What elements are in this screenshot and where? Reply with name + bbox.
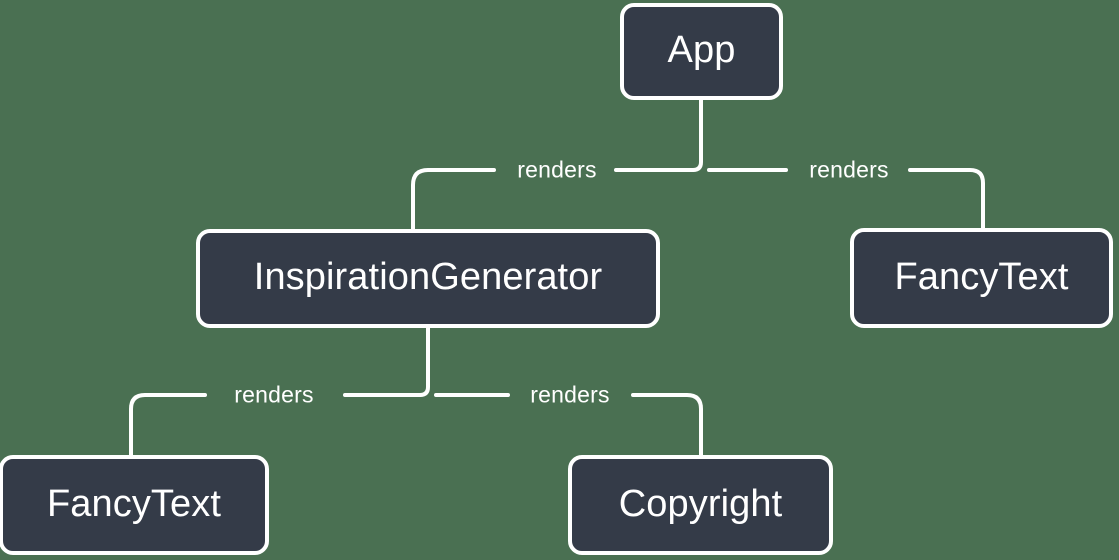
node-app[interactable]: App (620, 3, 783, 100)
node-fancytext-bottom-label: FancyText (46, 482, 222, 525)
edge-label-app-to-fancytext: renders (809, 156, 889, 183)
node-copyright-label: Copyright (618, 482, 783, 525)
edge-inspirationgenerator-stem (418, 326, 430, 397)
node-inspirationgenerator[interactable]: InspirationGenerator (196, 229, 660, 328)
edge-app-stem (691, 98, 703, 172)
node-app-label: App (667, 29, 736, 71)
node-fancytext-bottom[interactable]: FancyText (0, 455, 269, 555)
edge-app-to-inspirationgenerator-left-seg (411, 168, 496, 231)
node-fancytext-right[interactable]: FancyText (850, 228, 1113, 328)
edge-app-to-fancytext-right-seg (908, 168, 985, 230)
edge-label-ig-to-fancytext: renders (234, 381, 314, 408)
node-copyright[interactable]: Copyright (568, 455, 833, 555)
node-inspirationgenerator-label: InspirationGenerator (253, 256, 603, 298)
edge-label-app-to-inspirationgenerator: renders (517, 156, 597, 183)
edge-label-ig-to-copyright: renders (530, 381, 610, 408)
edge-ig-to-fancytext-left-seg (129, 393, 207, 457)
node-fancytext-right-label: FancyText (894, 255, 1069, 298)
edge-ig-to-copyright-right-seg (631, 393, 703, 457)
